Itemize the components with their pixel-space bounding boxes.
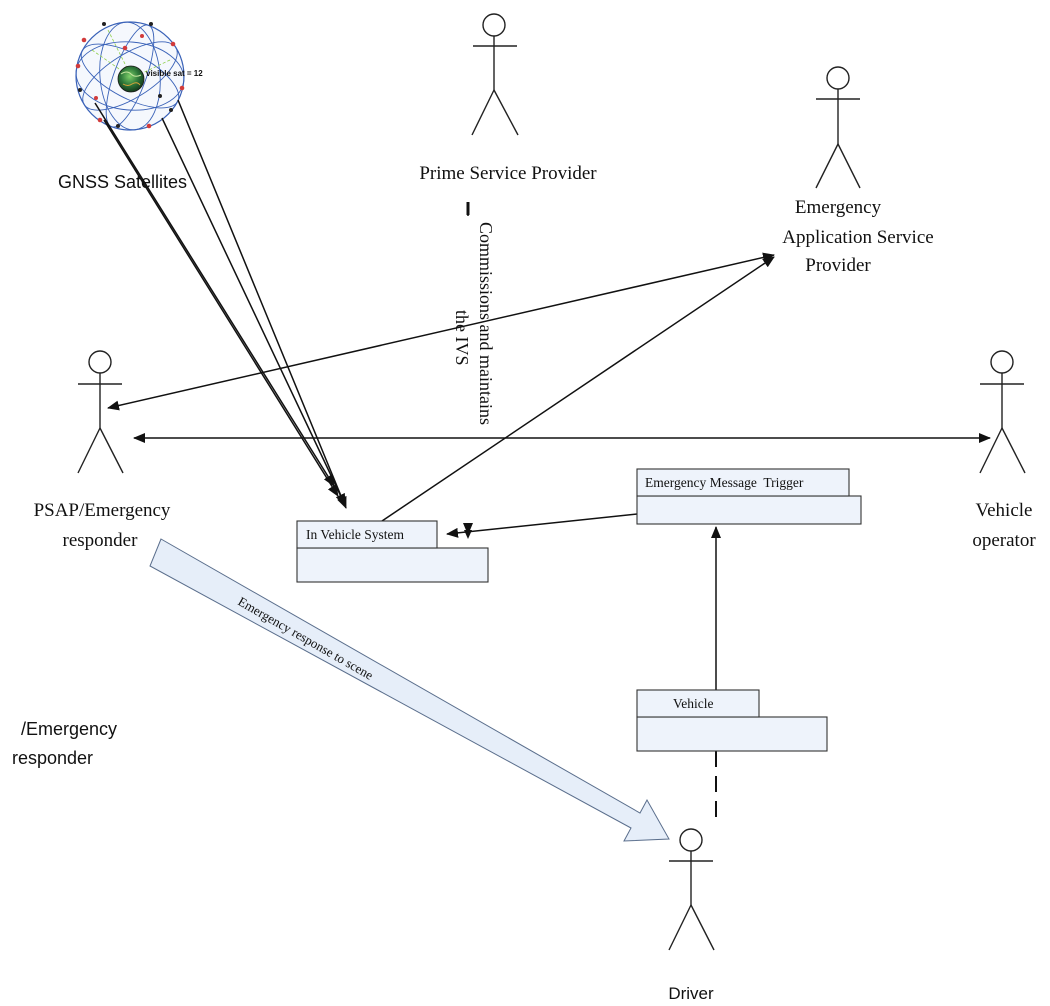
ivs-to-emergency-provider-link bbox=[381, 256, 775, 522]
driver-label: Driver bbox=[668, 984, 714, 1003]
commissions-label-line2: the IVS bbox=[452, 310, 472, 366]
satellite-signal-links bbox=[94, 99, 347, 509]
emergency-message-trigger-label: Emergency Message Trigger bbox=[645, 475, 804, 490]
actor-vehicle-operator bbox=[979, 350, 1026, 474]
emergency-provider-label-line1: Emergency bbox=[795, 197, 882, 218]
package-in-vehicle-system: In Vehicle System bbox=[296, 520, 489, 583]
trigger-to-ivs-link bbox=[446, 513, 638, 538]
psap-label-line2: responder bbox=[63, 530, 139, 551]
gnss-constellation-icon: visible sat = 12 bbox=[75, 21, 203, 131]
actor-emergency-application-service-provider bbox=[815, 66, 861, 189]
emergency-response-label: Emergency response to scene bbox=[236, 594, 377, 683]
emergency-provider-label-line2: Application Service bbox=[782, 227, 933, 248]
emergency-response-arrow: Emergency response to scene bbox=[149, 538, 670, 842]
stray-responder-text: responder bbox=[12, 748, 93, 768]
gnss-satellites-label: GNSS Satellites bbox=[58, 172, 187, 192]
actor-driver bbox=[668, 828, 715, 951]
psap-label-line1: PSAP/Emergency bbox=[34, 500, 171, 521]
prime-service-provider-label: Prime Service Provider bbox=[419, 163, 597, 184]
actor-prime-service-provider bbox=[471, 13, 519, 136]
package-emergency-message-trigger: Emergency Message Trigger bbox=[636, 468, 862, 525]
in-vehicle-system-label: In Vehicle System bbox=[306, 527, 404, 542]
package-vehicle: Vehicle bbox=[636, 689, 828, 752]
vehicle-package-label: Vehicle bbox=[673, 696, 713, 711]
stray-emergency-text: /Emergency bbox=[21, 719, 117, 739]
vehicle-operator-label-line2: operator bbox=[972, 530, 1036, 551]
actor-psap-emergency-responder bbox=[77, 350, 124, 474]
psap-to-emergency-provider-link bbox=[107, 252, 775, 411]
visible-satellites-badge: visible sat = 12 bbox=[146, 69, 203, 78]
emergency-provider-label-line3: Provider bbox=[805, 255, 871, 276]
vehicle-operator-label-line1: Vehicle bbox=[976, 500, 1033, 521]
